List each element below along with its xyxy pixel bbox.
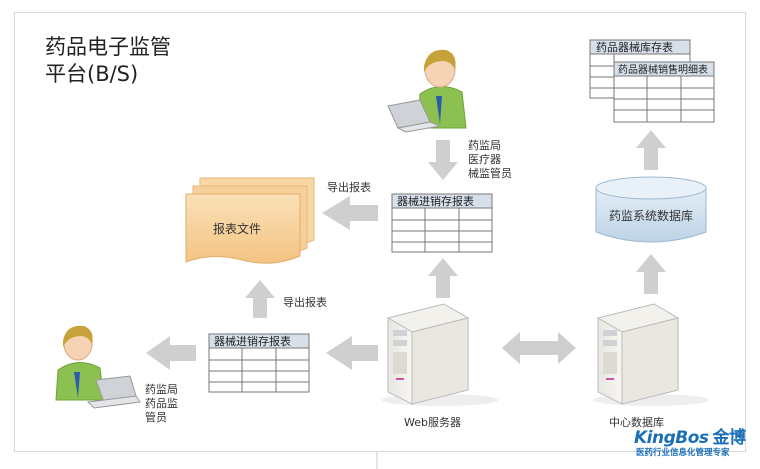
arrows <box>146 130 666 370</box>
brand-name: KingBos <box>634 428 709 448</box>
database-label: 药监系统数据库 <box>609 208 693 223</box>
export-report-label-left: 导出报表 <box>283 296 327 309</box>
arrow-up-database-to-tables <box>636 130 666 170</box>
report-file-label: 报表文件 <box>213 221 261 236</box>
arrow-up-server-to-table <box>428 258 458 298</box>
arrow-up-dbserver-to-database <box>636 254 666 294</box>
arrow-left-server-to-table <box>326 336 378 370</box>
database-cylinder: 药监系统数据库 <box>595 176 707 243</box>
web-server-icon <box>382 303 498 406</box>
diagram-title: 药品电子监管 平台(B/S) <box>45 35 171 86</box>
report-file-stack: 报表文件 <box>185 177 315 264</box>
arrow-left-table-to-docs <box>322 196 378 230</box>
arrow-up-table-to-docs <box>245 280 275 318</box>
db-server-icon <box>593 303 709 406</box>
sales-detail-table: 药品器械销售明细表 <box>613 61 715 123</box>
brand-tagline: 医药行业信息化管理专家 <box>636 448 730 458</box>
left-table-title: 器械进销存报表 <box>214 334 291 348</box>
sales-table-title: 药品器械销售明细表 <box>618 63 708 76</box>
top-user-icon <box>387 49 467 133</box>
export-report-label-top: 导出报表 <box>327 181 371 194</box>
arrow-bidirectional-servers <box>502 332 576 364</box>
web-server-label: Web服务器 <box>404 416 461 429</box>
left-user-icon <box>55 325 141 409</box>
center-table-title: 器械进销存报表 <box>397 194 474 208</box>
top-user-role-label: 药监局 医疗器 械监管员 <box>468 139 512 180</box>
arrow-down-user-to-table <box>428 140 458 180</box>
diagram-frame <box>14 12 746 452</box>
arrow-left-table-to-user <box>146 336 196 370</box>
brand-name-cn: 金博 <box>712 428 747 448</box>
left-user-role-label: 药监局 药品监 管员 <box>145 383 178 424</box>
inventory-table-title: 药品器械库存表 <box>596 40 673 54</box>
left-report-table: 器械进销存报表 <box>208 333 310 393</box>
center-report-table: 器械进销存报表 <box>391 193 493 253</box>
db-server-label: 中心数据库 <box>609 416 664 429</box>
